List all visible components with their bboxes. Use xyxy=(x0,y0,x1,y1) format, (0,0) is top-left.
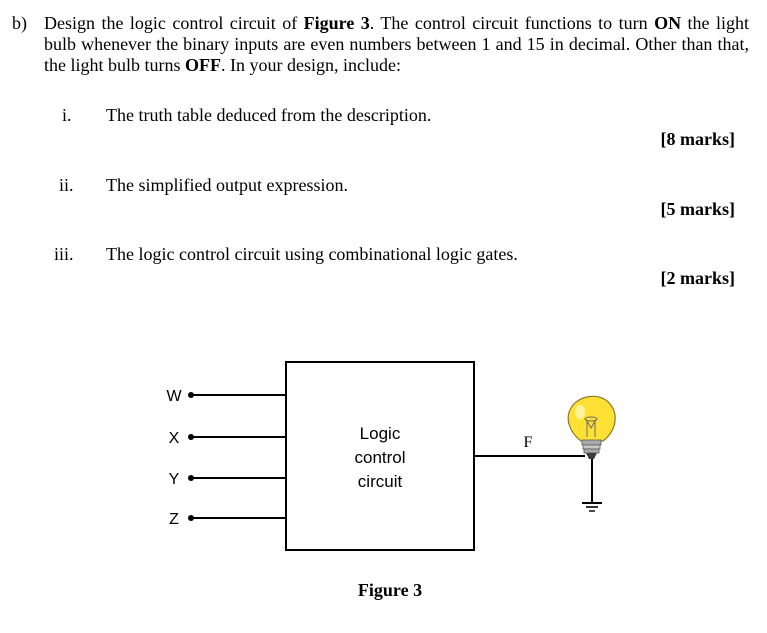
light-bulb-icon xyxy=(567,395,616,459)
input-label: Z xyxy=(169,511,179,528)
marks-label: [8 marks] xyxy=(660,129,736,149)
question-segment-5: OFF xyxy=(185,55,221,75)
input-z: Z xyxy=(169,511,286,528)
marks-label: [5 marks] xyxy=(660,199,736,219)
part-number: ii. xyxy=(59,175,74,195)
input-label: Y xyxy=(169,471,180,488)
part-text: The logic control circuit using combinat… xyxy=(106,244,518,264)
box-label-line-2: control xyxy=(354,448,405,467)
figure-caption: Figure 3 xyxy=(358,580,422,600)
question-text: Design the logic control circuit of Figu… xyxy=(44,13,749,76)
part-number: i. xyxy=(62,105,72,125)
ground-icon xyxy=(582,459,602,512)
input-w: W xyxy=(166,388,286,405)
marks-label: [2 marks] xyxy=(660,268,736,288)
part-text: The truth table deduced from the descrip… xyxy=(106,105,432,125)
output-f: F xyxy=(474,434,585,457)
box-label-line-1: Logic xyxy=(360,424,401,443)
question-label: b) xyxy=(12,13,27,33)
question-segment-0: Design the logic control circuit of xyxy=(44,13,304,33)
output-label: F xyxy=(524,434,533,451)
part-text: The simplified output expression. xyxy=(106,175,348,195)
question-segment-1: Figure 3 xyxy=(303,13,370,33)
input-x: X xyxy=(169,430,286,447)
question-segment-2: . The control circuit functions to turn xyxy=(369,13,655,33)
input-label: X xyxy=(169,430,180,447)
question-segment-3: ON xyxy=(654,13,682,33)
question-segment-4: the light bulb whenever the binary input… xyxy=(44,13,749,75)
input-y: Y xyxy=(169,471,286,488)
question-segment-6: . In your design, include: xyxy=(221,55,401,75)
box-label-line-3: circuit xyxy=(358,472,403,491)
logic-circuit-box xyxy=(285,361,475,551)
input-label: W xyxy=(166,388,182,405)
part-number: iii. xyxy=(54,244,74,264)
